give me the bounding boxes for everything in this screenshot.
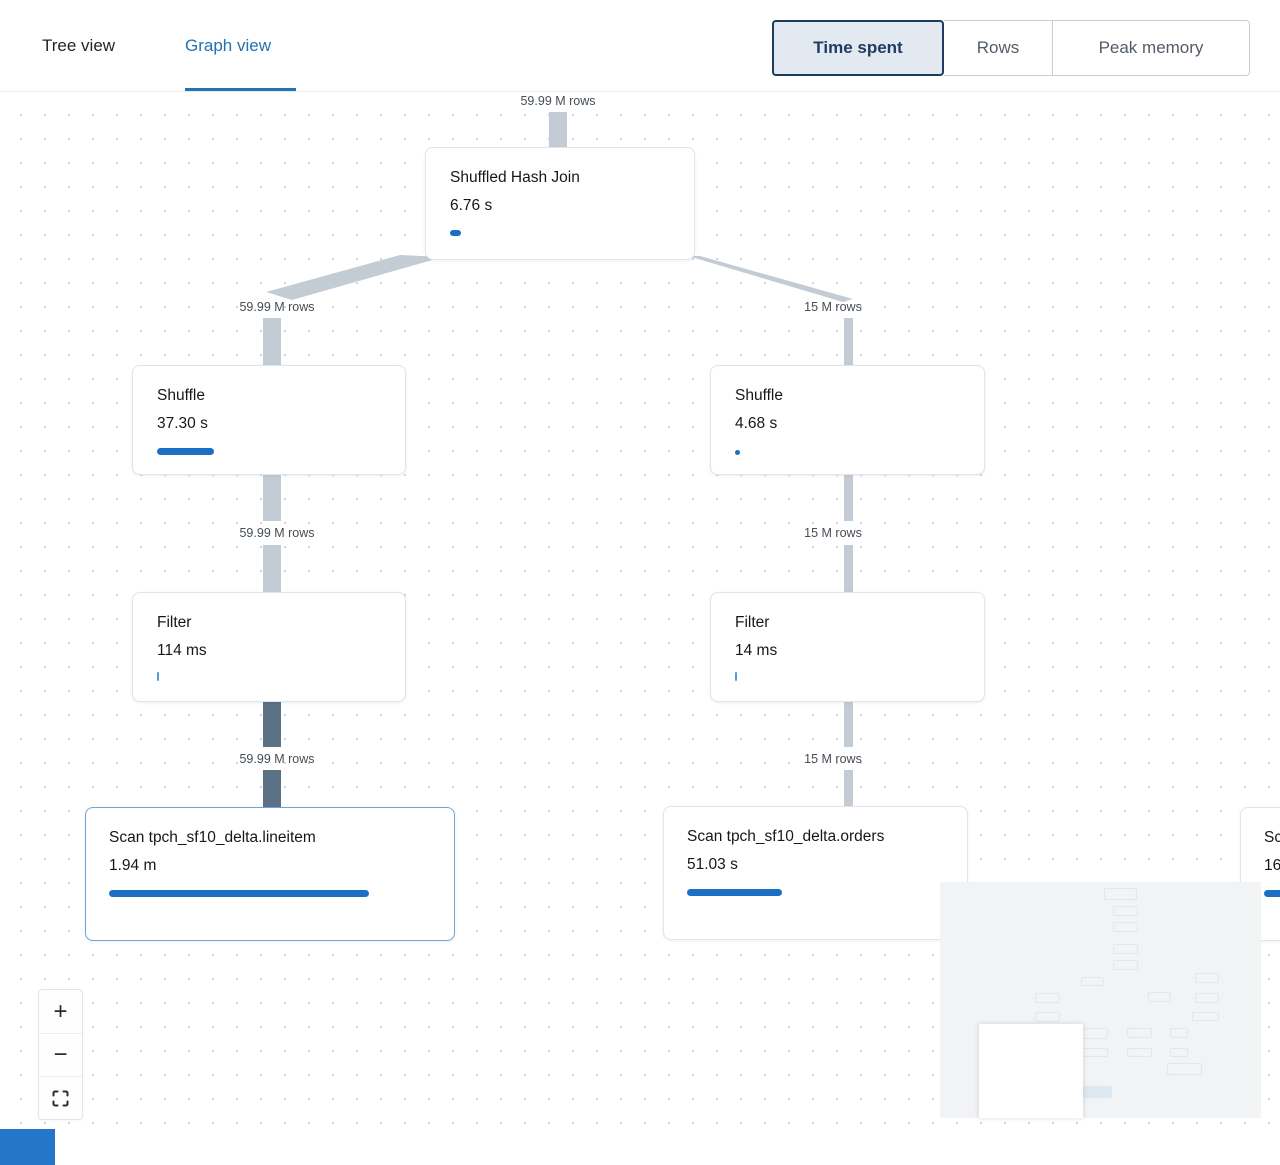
node-title: Shuffle xyxy=(157,387,205,404)
node-title: Filter xyxy=(735,614,770,631)
edge-rowcount-label: 59.99 M rows xyxy=(239,300,315,314)
zoom-controls: + − xyxy=(38,989,83,1120)
minimap-node xyxy=(1127,1048,1152,1057)
time-spent-bar xyxy=(735,672,737,681)
node-scan-lineitem[interactable]: Scan tpch_sf10_delta.lineitem 1.94 m xyxy=(85,807,455,941)
minimap-node xyxy=(1195,993,1219,1003)
node-shuffle-left[interactable]: Shuffle 37.30 s xyxy=(132,365,406,475)
minimap-node xyxy=(1113,906,1138,916)
time-spent-bar xyxy=(157,672,159,681)
graph-edge xyxy=(844,702,853,747)
fit-view-button[interactable] xyxy=(39,1076,82,1119)
graph-edge xyxy=(844,475,853,521)
node-scan-orders[interactable]: Scan tpch_sf10_delta.orders 51.03 s xyxy=(663,806,968,940)
plus-icon: + xyxy=(53,997,68,1025)
node-shuffle-right[interactable]: Shuffle 4.68 s xyxy=(710,365,985,475)
node-title: Shuffle xyxy=(735,387,783,404)
node-time-value: 14 ms xyxy=(735,642,778,659)
graph-edge xyxy=(263,702,281,747)
minimap-node xyxy=(1113,922,1138,932)
minimap-node xyxy=(1113,960,1138,970)
active-tab-underline xyxy=(185,88,296,91)
node-time-value: 1.94 m xyxy=(109,857,157,874)
minimap-node xyxy=(1104,888,1137,900)
minimap-node xyxy=(1080,1086,1112,1098)
minimap-node xyxy=(1170,1028,1188,1038)
graph-edge-diagonal xyxy=(266,255,443,300)
minimap[interactable] xyxy=(940,882,1261,1118)
time-spent-bar xyxy=(1264,890,1280,897)
minimap-node xyxy=(1127,1028,1152,1038)
metric-button-rows[interactable]: Rows xyxy=(944,20,1053,76)
node-title: Scan tpch_sf10_delta.lineitem xyxy=(109,829,316,846)
time-spent-bar xyxy=(687,889,782,896)
bottom-left-blue-element xyxy=(0,1129,55,1165)
header: Tree view Graph view Time spent Rows Pea… xyxy=(0,0,1280,92)
node-time-value: 16 xyxy=(1264,857,1280,874)
minimap-node xyxy=(1113,944,1138,954)
node-time-value: 37.30 s xyxy=(157,415,208,432)
graph-edge xyxy=(844,770,853,807)
edge-rowcount-label: 59.99 M rows xyxy=(520,94,596,108)
edge-rowcount-label: 15 M rows xyxy=(804,300,862,314)
graph-edge xyxy=(263,545,281,592)
node-filter-right[interactable]: Filter 14 ms xyxy=(710,592,985,702)
minimap-node xyxy=(1170,1048,1188,1057)
zoom-in-button[interactable]: + xyxy=(39,990,82,1033)
graph-edges xyxy=(263,112,853,807)
minimap-node xyxy=(1082,1028,1108,1039)
node-title: Scan tpch_sf10_delta.orders xyxy=(687,828,885,845)
zoom-out-button[interactable]: − xyxy=(39,1033,82,1076)
minimap-viewport[interactable] xyxy=(979,1024,1083,1118)
tab-tree-view[interactable]: Tree view xyxy=(42,36,116,55)
tab-graph-view[interactable]: Graph view xyxy=(185,36,271,55)
minimap-node xyxy=(1081,977,1104,986)
edge-rowcount-label: 15 M rows xyxy=(804,526,862,540)
graph-edge xyxy=(263,318,281,365)
minus-icon: − xyxy=(53,1041,68,1068)
metric-toggle-group: Time spent Rows Peak memory xyxy=(772,20,1250,76)
time-spent-bar xyxy=(735,450,740,455)
graph-edge xyxy=(263,475,281,521)
edge-rowcount-label: 59.99 M rows xyxy=(239,526,315,540)
minimap-node xyxy=(1035,1012,1060,1022)
graph-edge xyxy=(263,770,281,807)
node-time-value: 4.68 s xyxy=(735,415,778,432)
edge-rowcount-label: 15 M rows xyxy=(804,752,862,766)
minimap-node xyxy=(1082,1048,1108,1057)
graph-edge xyxy=(549,112,567,147)
graph-canvas[interactable]: 59.99 M rows 59.99 M rows 15 M rows 59.99 M… xyxy=(0,91,1280,1127)
minimap-node xyxy=(1167,1063,1202,1075)
minimap-node xyxy=(1148,992,1171,1002)
graph-edge-diagonal xyxy=(688,256,853,302)
edge-rowcount-label: 59.99 M rows xyxy=(239,752,315,766)
minimap-node xyxy=(1192,1012,1219,1021)
graph-edge xyxy=(844,545,853,592)
time-spent-bar xyxy=(109,890,369,897)
time-spent-bar xyxy=(157,448,214,455)
node-shuffled-hash-join[interactable]: Shuffled Hash Join 6.76 s xyxy=(425,147,695,260)
node-filter-left[interactable]: Filter 114 ms xyxy=(132,592,406,702)
graph-edge xyxy=(844,318,853,365)
node-time-value: 51.03 s xyxy=(687,856,738,873)
time-spent-bar xyxy=(450,230,461,236)
node-title: Filter xyxy=(157,614,192,631)
minimap-node xyxy=(1195,973,1219,983)
fit-view-icon xyxy=(52,1090,69,1106)
node-title: Shuffled Hash Join xyxy=(450,169,580,186)
node-time-value: 114 ms xyxy=(157,642,207,659)
metric-button-time-spent[interactable]: Time spent xyxy=(772,20,944,76)
node-time-value: 6.76 s xyxy=(450,197,493,214)
node-title: Sc xyxy=(1264,829,1280,846)
metric-button-peak-memory[interactable]: Peak memory xyxy=(1053,20,1250,76)
minimap-node xyxy=(1035,993,1060,1003)
